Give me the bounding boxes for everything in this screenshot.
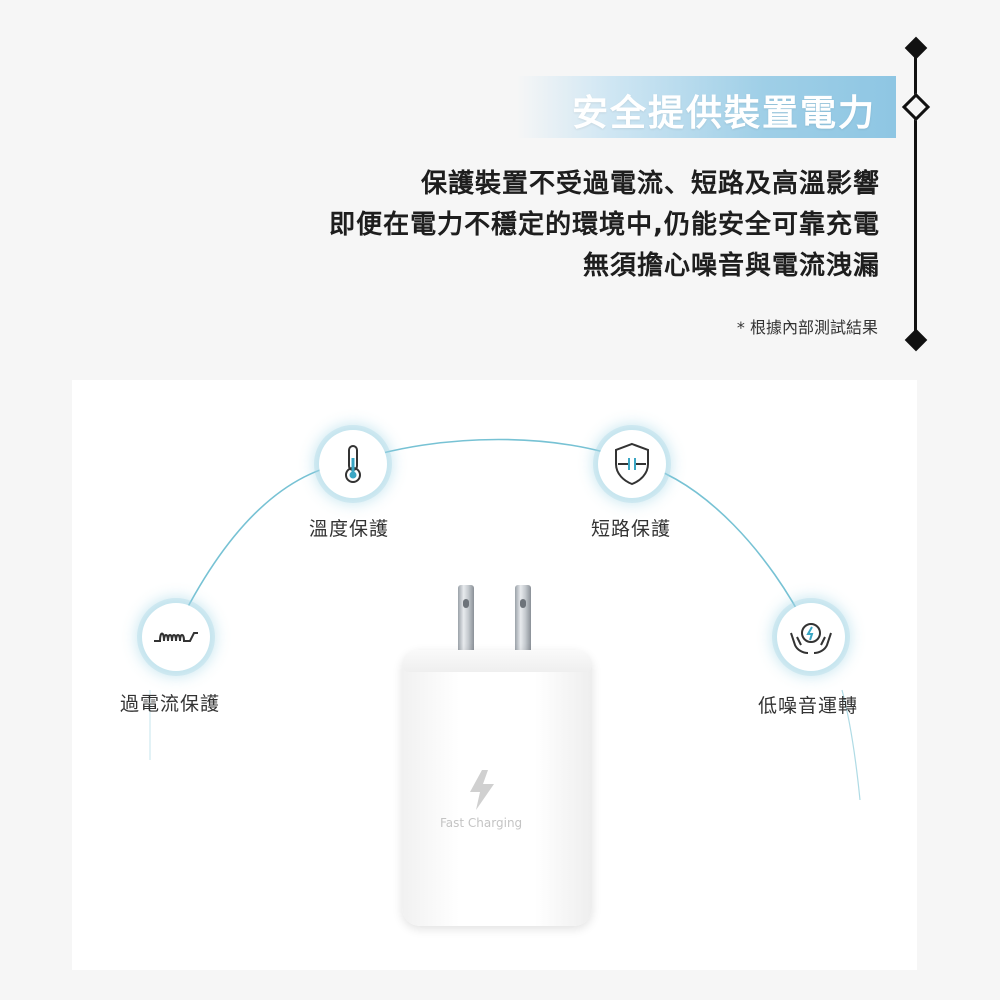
short-circuit-feature bbox=[598, 430, 666, 498]
description-line-3: 無須擔心噪音與電流洩漏 bbox=[582, 251, 880, 281]
lightning-bolt-icon bbox=[470, 770, 494, 810]
feature-label-temperature: 溫度保護 bbox=[309, 518, 390, 540]
temperature-feature bbox=[319, 430, 387, 498]
charger-label: Fast Charging bbox=[440, 816, 523, 830]
decorative-vertical-line bbox=[914, 50, 917, 342]
feature-label-short-circuit: 短路保護 bbox=[591, 518, 672, 540]
description: 保護裝置不受過電流、短路及高溫影響 即便在電力不穩定的環境中,仍能安全可靠充電 … bbox=[329, 164, 880, 287]
waveform-icon bbox=[154, 632, 198, 642]
footnote: * 根據內部測試結果 bbox=[736, 318, 878, 337]
page-title: 安全提供裝置電力 bbox=[571, 93, 876, 134]
thermometer-icon bbox=[345, 445, 361, 483]
charger-prong-right bbox=[515, 585, 531, 665]
charger-top-face bbox=[402, 650, 592, 672]
charger-prong-left bbox=[458, 585, 474, 665]
description-line-2: 即便在電力不穩定的環境中,仍能安全可靠充電 bbox=[329, 210, 880, 240]
feature-label-over-current: 過電流保護 bbox=[120, 693, 221, 715]
over-current-feature bbox=[142, 603, 210, 671]
shield-icon bbox=[615, 442, 649, 486]
charger-body bbox=[402, 650, 592, 926]
low-noise-feature bbox=[777, 603, 845, 671]
feature-label-low-noise: 低噪音運轉 bbox=[758, 695, 859, 717]
title-banner: 安全提供裝置電力 bbox=[516, 76, 896, 138]
hands-bolt-icon bbox=[790, 623, 832, 654]
description-line-1: 保護裝置不受過電流、短路及高溫影響 bbox=[420, 169, 880, 199]
